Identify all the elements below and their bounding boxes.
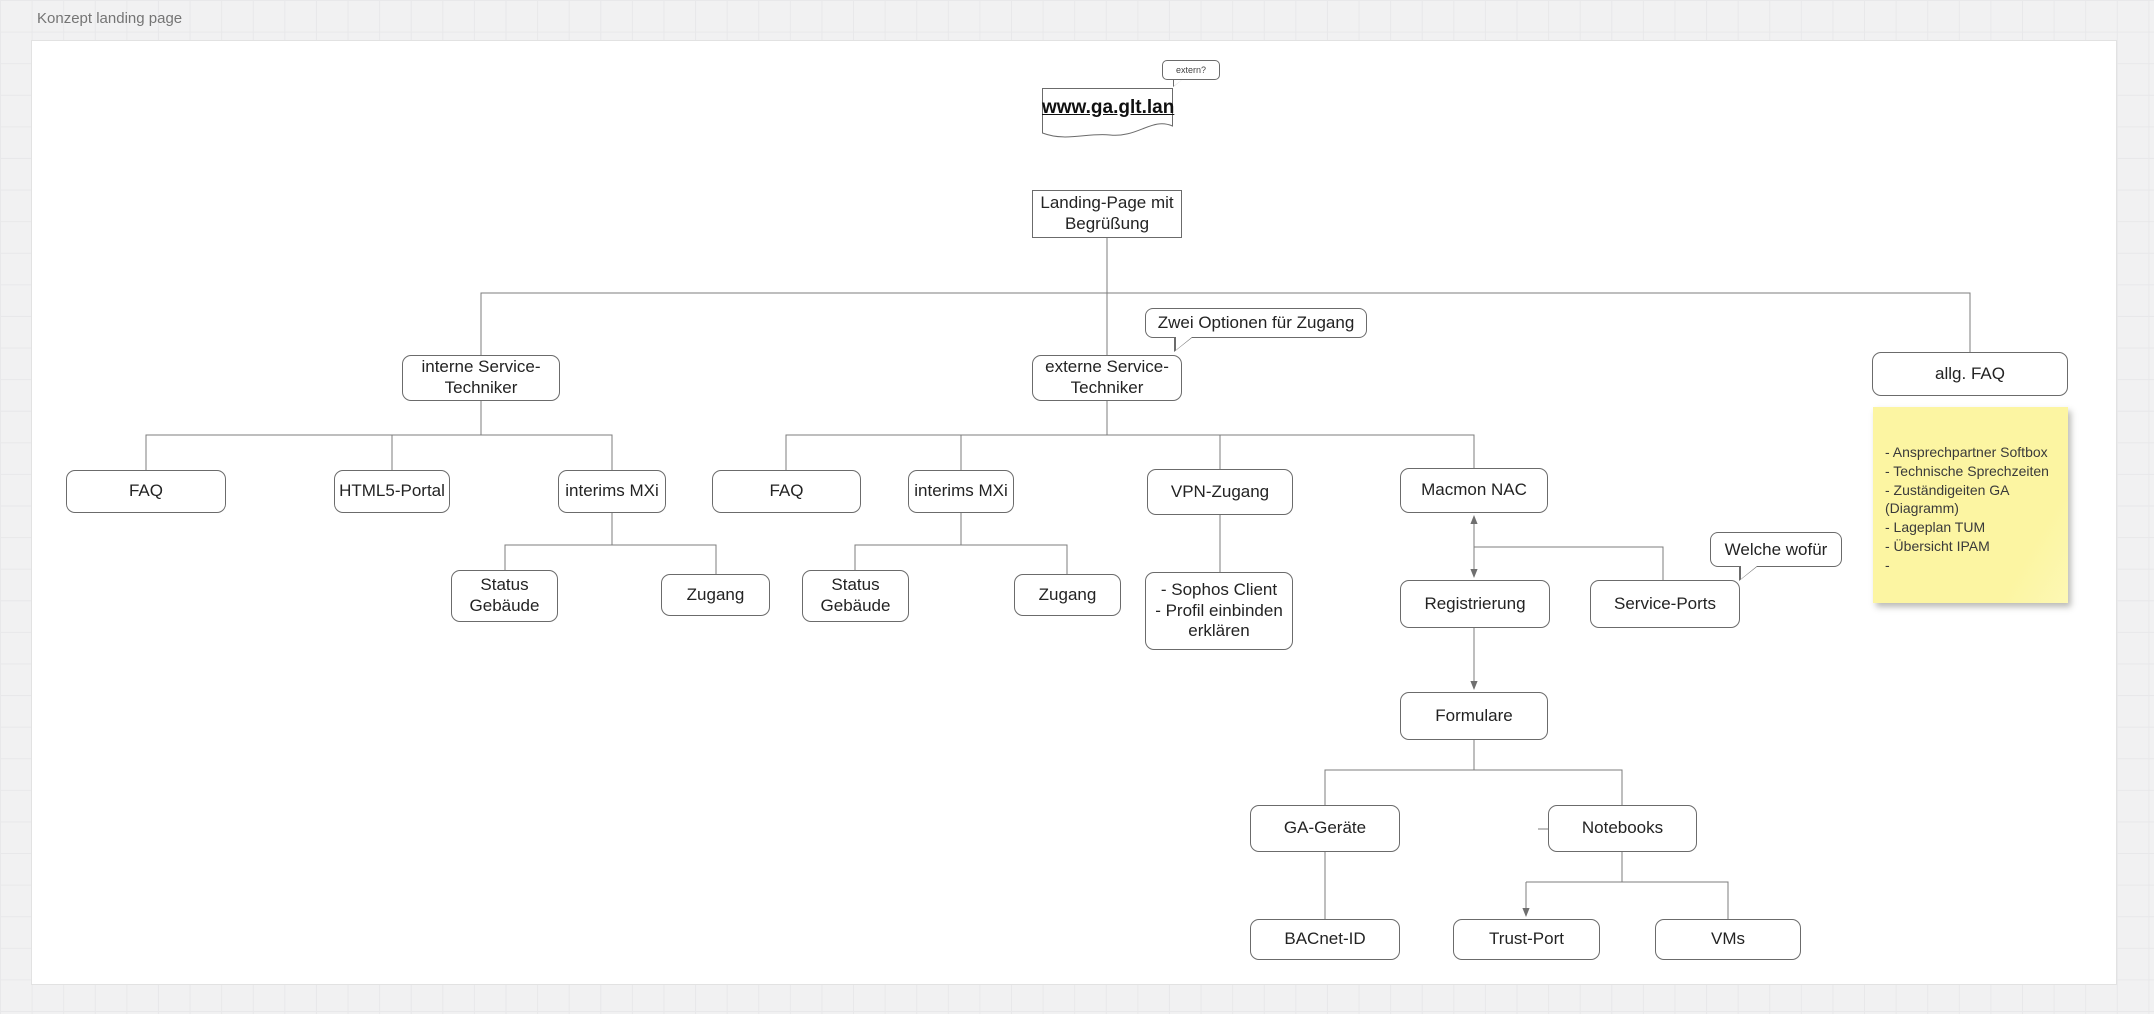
node-interne-service-techniker[interactable]: interne Service-Techniker: [402, 355, 560, 401]
page-title: Konzept landing page: [37, 10, 183, 27]
node-registrierung[interactable]: Registrierung: [1400, 580, 1550, 628]
callout-zwei-optionen[interactable]: Zwei Optionen für Zugang: [1145, 308, 1367, 352]
node-ga-geraete[interactable]: GA-Geräte: [1250, 805, 1400, 852]
node-notebooks[interactable]: Notebooks: [1548, 805, 1697, 852]
callout-welche-wofuer-label: Welche wofür: [1724, 539, 1828, 559]
callout-extern-label: extern?: [1175, 65, 1207, 75]
url-document-shape[interactable]: www.ga.glt.lan: [1042, 88, 1175, 144]
node-zugang-extern[interactable]: Zugang: [1014, 574, 1121, 616]
node-interims-mxi-intern[interactable]: interims MXi: [558, 470, 666, 513]
node-interims-mxi-extern[interactable]: interims MXi: [908, 470, 1014, 513]
node-service-ports[interactable]: Service-Ports: [1590, 580, 1740, 628]
node-allg-faq[interactable]: allg. FAQ: [1872, 352, 2068, 396]
node-status-gebaeude-intern[interactable]: Status Gebäude: [451, 570, 558, 622]
callout-welche-wofuer[interactable]: Welche wofür: [1710, 532, 1842, 581]
node-status-gebaeude-extern[interactable]: Status Gebäude: [802, 570, 909, 622]
node-vms[interactable]: VMs: [1655, 919, 1801, 960]
node-zugang-intern[interactable]: Zugang: [661, 574, 770, 616]
document-wave-outline: [1042, 88, 1173, 138]
node-faq-intern[interactable]: FAQ: [66, 470, 226, 513]
sticky-note-text: - Ansprechpartner Softbox - Technische S…: [1885, 444, 2049, 573]
callout-extern-question[interactable]: extern?: [1162, 60, 1220, 87]
node-formulare[interactable]: Formulare: [1400, 692, 1548, 740]
node-sophos-client-hinweis[interactable]: - Sophos Client - Profil einbinden erklä…: [1145, 572, 1293, 650]
node-macmon-nac[interactable]: Macmon NAC: [1400, 468, 1548, 513]
node-bacnet-id[interactable]: BACnet-ID: [1250, 919, 1400, 960]
sticky-note[interactable]: - Ansprechpartner Softbox - Technische S…: [1873, 407, 2068, 603]
node-trust-port[interactable]: Trust-Port: [1453, 919, 1600, 960]
node-faq-extern[interactable]: FAQ: [712, 470, 861, 513]
callout-zwei-optionen-label: Zwei Optionen für Zugang: [1157, 313, 1355, 332]
url-document-label: www.ga.glt.lan: [1042, 97, 1175, 118]
node-externe-service-techniker[interactable]: externe Service-Techniker: [1032, 355, 1182, 401]
node-landing-page[interactable]: Landing-Page mit Begrüßung: [1032, 190, 1182, 238]
node-vpn-zugang[interactable]: VPN-Zugang: [1147, 469, 1293, 515]
node-html5-portal[interactable]: HTML5-Portal: [334, 470, 450, 513]
